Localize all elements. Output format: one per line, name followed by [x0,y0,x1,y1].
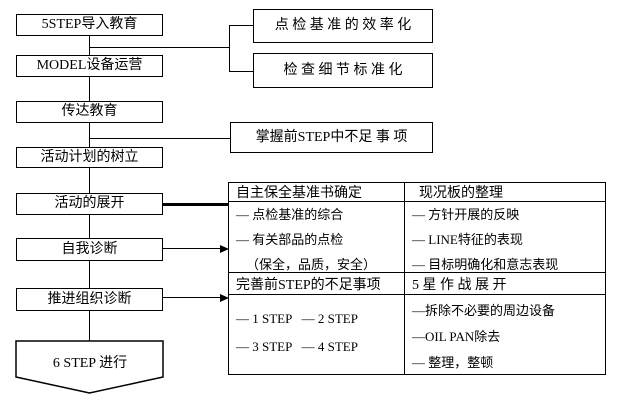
branch-top-stub1 [229,25,254,26]
flow-step-org-diagnosis: 推进组织诊断 [16,288,163,311]
note-grasp-previous-step-shortage: 掌握前STEP中不足 事 项 [230,122,433,153]
flow-step-5step-intro-education: 5STEP导入教育 [16,14,163,36]
table-cell-5star-items: —拆除不必要的周边设备 —OIL PAN除去 — 整理，整顿 [405,295,605,374]
table-header-5star-operation: 5 星 作 战 展 开 [405,273,605,295]
link-activity-expand-thick [163,203,228,206]
branch-top-stub2 [229,71,254,72]
connector-v5 [89,215,90,238]
table-line: — 3 STEP — 4 STEP [236,339,358,354]
table-line: — LINE特征的表现 [412,232,523,247]
table-line: — 有关部品的点检 [236,232,344,247]
table-line: — 点检基准的综合 [236,207,344,222]
note-check-detail-standardization: 检 查 细 节 标 准 化 [253,53,433,88]
pentagon-shape [15,340,164,394]
branch-top-bracket [229,25,230,72]
flow-step-model-equipment: MODEL设备运营 [16,55,163,77]
arrow-right-icon [220,245,229,253]
arrow-right-icon [220,294,229,302]
branch-mid-feed [89,138,230,139]
flow-step-activity-expand: 活动的展开 [16,193,163,215]
flow-step-convey-education: 传达教育 [16,101,163,123]
link-org-diagnosis-line [163,297,221,298]
connector-v1 [89,36,90,55]
table-cell-status-board-items: — 方针开展的反映 — LINE特征的表现 — 目标明确化和意志表现 [405,202,605,273]
connector-v2 [89,77,90,101]
table-line: —拆除不必要的周边设备 [412,303,556,318]
flow-terminal-label: 6 STEP 进行 [52,356,128,371]
table-line: — 整理，整顿 [412,355,494,370]
connector-v6 [89,261,90,288]
table-line: —OIL PAN除去 [412,329,501,344]
table-cell-standard-items: — 点检基准的综合 — 有关部品的点检 （保全，品质，安全） [229,202,405,273]
detail-table: 自主保全基准书确定 现况板的整理 — 点检基准的综合 — 有关部品的点检 （保全… [228,182,606,375]
table-header-improve-previous-step: 完善前STEP的不足事项 [229,273,405,295]
branch-top-feed [89,47,229,48]
table-header-jishu-standard: 自主保全基准书确定 [229,183,405,202]
flow-step-activity-plan: 活动计划的树立 [16,147,163,168]
table-header-status-board: 现况板的整理 [405,183,605,202]
table-line: — 方针开展的反映 [412,207,520,222]
table-line: — 1 STEP — 2 STEP [236,311,358,326]
connector-v3 [89,122,90,147]
flow-terminal-6step: 6 STEP 进行 [15,340,165,395]
table-line: （保全，品质，安全） [246,257,377,272]
connector-v4 [89,168,90,193]
link-self-diagnosis-line [163,248,221,249]
table-line: — 目标明确化和意志表现 [412,257,559,272]
table-cell-step-list: — 1 STEP — 2 STEP — 3 STEP — 4 STEP [229,295,405,374]
note-inspection-standard-efficiency: 点 检 基 准 的 效 率 化 [253,9,433,43]
connector-v7 [89,311,90,341]
flow-step-self-diagnosis: 自我诊断 [16,238,163,261]
